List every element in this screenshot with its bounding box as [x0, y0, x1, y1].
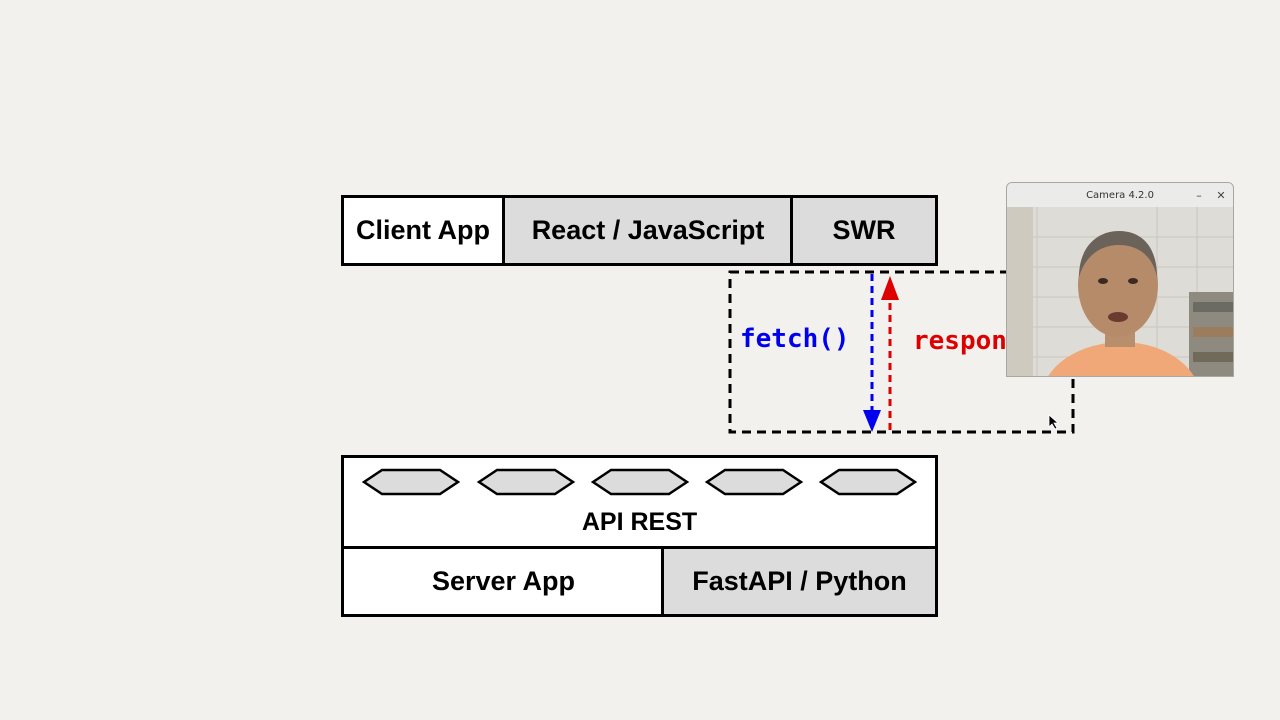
- swr-label: SWR: [832, 215, 896, 245]
- mouse-cursor: [1048, 414, 1060, 430]
- server-app-box: Server App: [341, 546, 666, 617]
- fastapi-python-label: FastAPI / Python: [692, 566, 907, 596]
- camera-titlebar[interactable]: Camera 4.2.0 – ✕: [1007, 183, 1233, 208]
- api-rest-label: API REST: [581, 508, 698, 536]
- fetch-label: fetch(): [740, 324, 850, 354]
- fetch-label-text: fetch(): [740, 324, 850, 354]
- client-app-label: Client App: [356, 215, 490, 245]
- close-button[interactable]: ✕: [1213, 187, 1229, 203]
- fastapi-python-box: FastAPI / Python: [661, 546, 938, 617]
- request-arrowhead: [863, 410, 881, 432]
- close-icon: ✕: [1216, 188, 1226, 202]
- camera-feed: [1007, 207, 1233, 376]
- client-app-box: Client App: [341, 195, 505, 266]
- swr-box: SWR: [790, 195, 938, 266]
- response-label-text: respon: [913, 326, 1007, 356]
- minimize-button[interactable]: –: [1191, 187, 1207, 203]
- server-app-label: Server App: [431, 566, 576, 596]
- camera-window[interactable]: Camera 4.2.0 – ✕: [1006, 182, 1234, 377]
- minimize-icon: –: [1196, 188, 1202, 202]
- react-javascript-box: React / JavaScript: [502, 195, 794, 266]
- react-javascript-label: React / JavaScript: [531, 215, 765, 245]
- api-rest-box: API REST: [341, 455, 938, 550]
- response-arrowhead: [881, 276, 899, 300]
- camera-title: Camera 4.2.0: [1086, 189, 1154, 201]
- response-label: respon: [913, 326, 1007, 356]
